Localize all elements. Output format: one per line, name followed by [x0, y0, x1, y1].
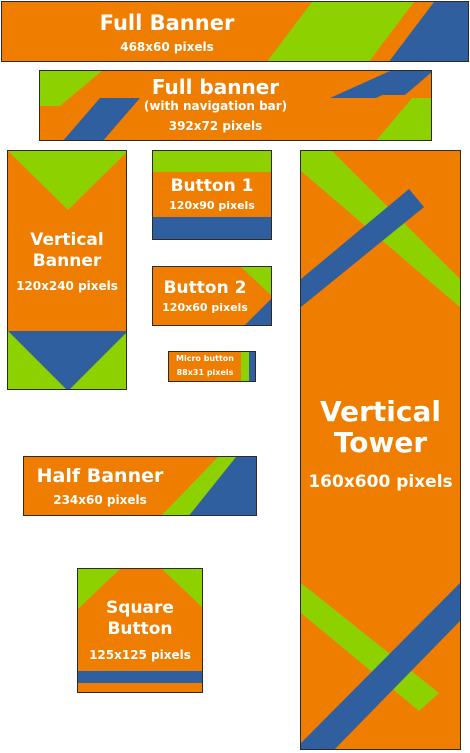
full-banner-stripes	[267, 2, 468, 61]
full-banner-title: Full Banner	[99, 11, 235, 35]
full-banner-nav-size: 392x72 pixels	[168, 119, 263, 133]
vertical-tower-title-line1: Vertical	[319, 395, 441, 428]
micro-button-title: Micro button	[176, 354, 234, 363]
micro-button-size: 88x31 pixels	[176, 368, 234, 377]
button-2-triangles	[241, 267, 271, 325]
vertical-tower-size: 160x600 pixels	[308, 472, 453, 492]
vertical-tower-ad: Vertical Tower 160x600 pixels	[300, 150, 461, 750]
vertical-banner-triangles	[8, 151, 126, 389]
button-1-bars	[153, 151, 271, 239]
full-banner-nav-stripes	[40, 71, 431, 140]
button-1-size: 120x90 pixels	[169, 199, 255, 212]
square-button-ad: Square Button 125x125 pixels	[77, 568, 203, 693]
button-2-title: Button 2	[163, 278, 247, 298]
square-button-title-line2: Button	[107, 619, 173, 639]
full-banner-nav-title: Full banner	[151, 75, 280, 99]
half-banner-stripes	[161, 457, 256, 515]
full-banner-ad: Full Banner 468x60 pixels	[1, 1, 469, 62]
button-1-title: Button 1	[170, 176, 254, 196]
vertical-tower-stripes	[301, 151, 460, 749]
vertical-banner-title-line1: Vertical	[30, 230, 104, 250]
vertical-banner-size: 120x240 pixels	[16, 279, 118, 293]
micro-button-bars	[241, 352, 255, 381]
vertical-tower-title-line2: Tower	[333, 426, 428, 459]
button-2-ad: Button 2 120x60 pixels	[152, 266, 272, 326]
full-banner-nav-ad: Full banner (with navigation bar) 392x72…	[39, 70, 432, 141]
square-button-title-line1: Square	[106, 598, 174, 618]
full-banner-size: 468x60 pixels	[120, 40, 214, 54]
button-1-ad: Button 1 120x90 pixels	[152, 150, 272, 240]
half-banner-title: Half Banner	[36, 465, 164, 487]
micro-button-ad: Micro button 88x31 pixels	[168, 351, 256, 382]
vertical-banner-title-line2: Banner	[32, 251, 102, 271]
square-button-decor	[78, 569, 202, 683]
square-button-size: 125x125 pixels	[89, 648, 191, 662]
full-banner-nav-subtitle: (with navigation bar)	[143, 99, 288, 113]
half-banner-ad: Half Banner 234x60 pixels	[23, 456, 257, 516]
half-banner-size: 234x60 pixels	[53, 493, 147, 507]
button-2-size: 120x60 pixels	[162, 301, 248, 314]
vertical-banner-ad: Vertical Banner 120x240 pixels	[7, 150, 127, 390]
